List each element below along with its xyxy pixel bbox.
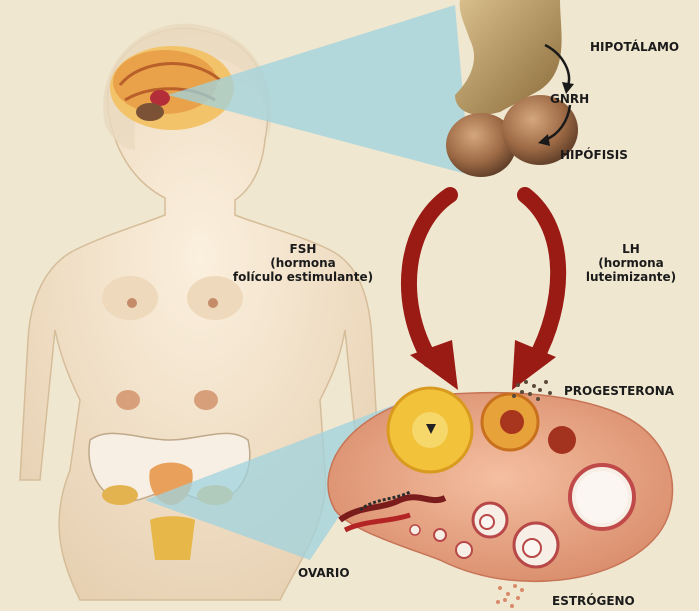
pituitary-illustration [446, 0, 578, 177]
lh-arrow [512, 195, 558, 390]
label-gnrh: GNRH [550, 92, 589, 106]
label-hypothalamus: HIPOTÁLAMO [590, 40, 679, 54]
label-fsh-line2: (hormona [218, 256, 388, 270]
label-progesterone: PROGESTERONA [564, 384, 674, 398]
ovary-cross-section [328, 388, 673, 581]
label-fsh-line1: FSH [218, 242, 388, 256]
label-ovary: OVARIO [298, 566, 350, 580]
label-fsh-line3: folículo estimulante) [218, 270, 388, 284]
fsh-arrow [409, 195, 458, 390]
estrogen-dots [496, 584, 524, 608]
label-lh-line3: luteimizante) [572, 270, 690, 284]
label-pituitary: HIPÓFISIS [560, 148, 628, 162]
label-lh: LH (hormona luteimizante) [572, 242, 690, 284]
label-lh-line1: LH [572, 242, 690, 256]
label-lh-line2: (hormona [572, 256, 690, 270]
label-estrogen: ESTRÓGENO [552, 594, 635, 608]
label-fsh: FSH (hormona folículo estimulante) [218, 242, 388, 284]
